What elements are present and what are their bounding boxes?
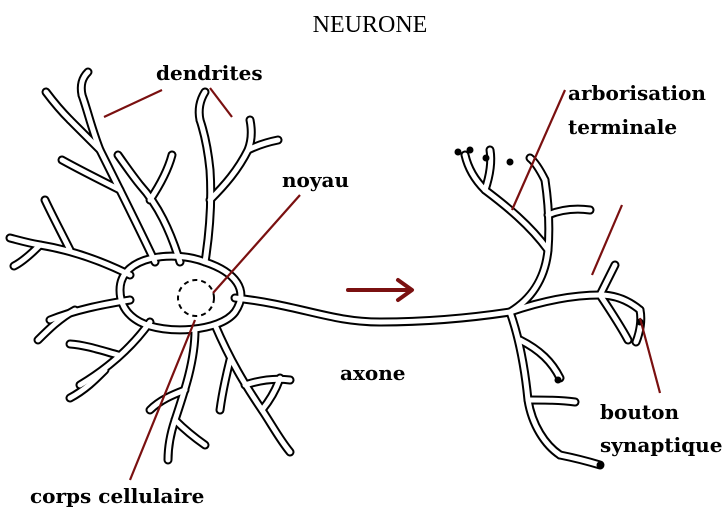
label-noyau: noyau <box>282 168 349 192</box>
direction-arrow-icon <box>348 280 412 300</box>
label-corps-cellulaire: corps cellulaire <box>30 484 204 508</box>
nucleus <box>178 280 214 316</box>
diagram-title: NEURONE <box>313 12 428 38</box>
label-axone: axone <box>340 361 406 385</box>
label-dendrites: dendrites <box>156 61 263 85</box>
neuron-shape <box>10 72 644 469</box>
label-arborisation: arborisation <box>568 81 706 105</box>
label-terminale: terminale <box>568 115 677 139</box>
labels: dendrites noyau axone corps cellulaire a… <box>30 61 722 508</box>
label-bouton: bouton <box>600 400 679 424</box>
label-synaptique: synaptique <box>600 433 722 457</box>
